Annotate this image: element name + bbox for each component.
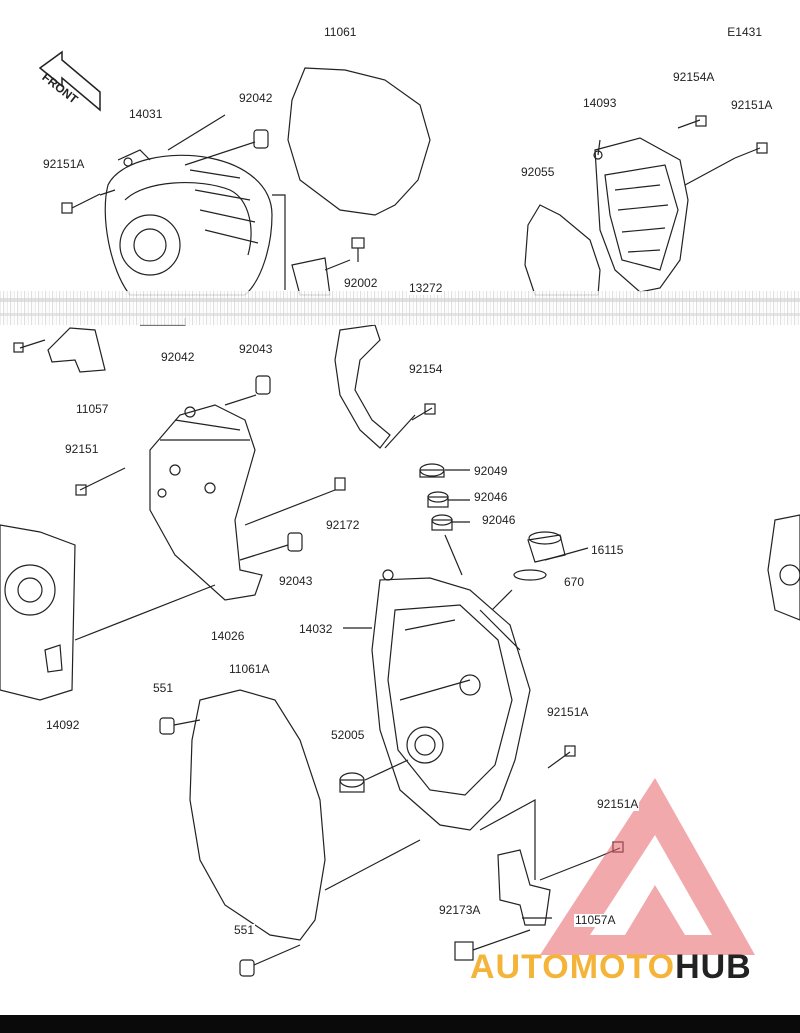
label-11061a: 11061A	[228, 662, 271, 676]
label-11057a: 11057A	[574, 913, 617, 927]
watermark-logo-icon	[540, 778, 755, 955]
part-14031-cover	[104, 149, 273, 296]
label-92172: 92172	[325, 518, 361, 532]
part-551-dowel-b	[239, 959, 255, 977]
label-92151a-right: 92151A	[730, 98, 774, 112]
watermark-part2: HUB	[675, 948, 752, 986]
part-14092-housing	[0, 524, 76, 701]
bottom-bar	[0, 1015, 800, 1033]
part-14026-cover	[149, 404, 263, 601]
label-92151a-top: 92151A	[42, 157, 86, 171]
scan-artifact-line	[0, 298, 800, 302]
label-92043-b: 92043	[278, 574, 314, 588]
scan-artifact-line	[0, 313, 800, 316]
label-551-a: 551	[152, 681, 175, 695]
label-92173a: 92173A	[438, 903, 482, 917]
label-13272: 13272	[408, 281, 444, 295]
part-92173a-clamp	[454, 941, 474, 961]
part-11061-gasket	[287, 67, 431, 216]
label-670: 670	[563, 575, 586, 589]
watermark-part1: AUTOMOTO	[470, 948, 676, 986]
part-92154a-bolt	[677, 119, 701, 129]
part-11057a-bracket	[497, 849, 551, 926]
front-arrow-icon	[38, 50, 101, 112]
label-14026: 14026	[210, 629, 246, 643]
label-92046-b: 92046	[481, 513, 517, 527]
watermark-text: AUTOMOTOHUB	[470, 948, 752, 987]
part-11057-bracket	[47, 327, 106, 373]
label-92042-a: 92042	[238, 91, 274, 105]
part-92043-dowel-a	[255, 375, 271, 395]
part-551-dowel-a	[159, 717, 175, 735]
part-670-oring	[513, 569, 547, 581]
label-14031: 14031	[128, 107, 164, 121]
label-16115: 16115	[590, 543, 625, 557]
part-14032-cover	[371, 569, 531, 831]
label-11057: 11057	[75, 402, 110, 416]
label-92049: 92049	[473, 464, 509, 478]
label-11061: 11061	[323, 25, 358, 39]
label-551-b: 551	[233, 923, 256, 937]
label-92042-b: 92042	[160, 350, 196, 364]
label-92154: 92154	[408, 362, 444, 376]
label-92055: 92055	[520, 165, 556, 179]
label-14032: 14032	[298, 622, 334, 636]
diagram-code: E1431	[727, 25, 762, 39]
label-92002: 92002	[343, 276, 379, 290]
part-11061a-gasket	[189, 689, 326, 941]
label-92151a-mid: 92151A	[546, 705, 590, 719]
part-14093-cover	[593, 137, 689, 293]
label-52005: 52005	[330, 728, 366, 742]
label-92046-a: 92046	[473, 490, 509, 504]
part-92055-gasket	[524, 204, 601, 296]
part-52005-gauge	[339, 772, 365, 793]
label-92154a: 92154A	[672, 70, 716, 84]
label-92043-a: 92043	[238, 342, 274, 356]
scan-artifact	[0, 291, 800, 325]
part-92172-bolt	[334, 477, 346, 491]
part-92043-dowel-b	[287, 532, 303, 552]
part-92151a-bolt	[61, 193, 101, 214]
label-92151: 92151	[64, 442, 100, 456]
label-92151a-low: 92151A	[596, 797, 640, 811]
label-14092: 14092	[45, 718, 81, 732]
part-92042-dowel	[253, 129, 269, 149]
part-13272-gasket	[334, 324, 391, 449]
part-92002-plug	[351, 237, 365, 262]
part-16115-cap	[527, 531, 566, 563]
part-92154-bolt	[411, 407, 433, 421]
label-14093: 14093	[582, 96, 618, 110]
